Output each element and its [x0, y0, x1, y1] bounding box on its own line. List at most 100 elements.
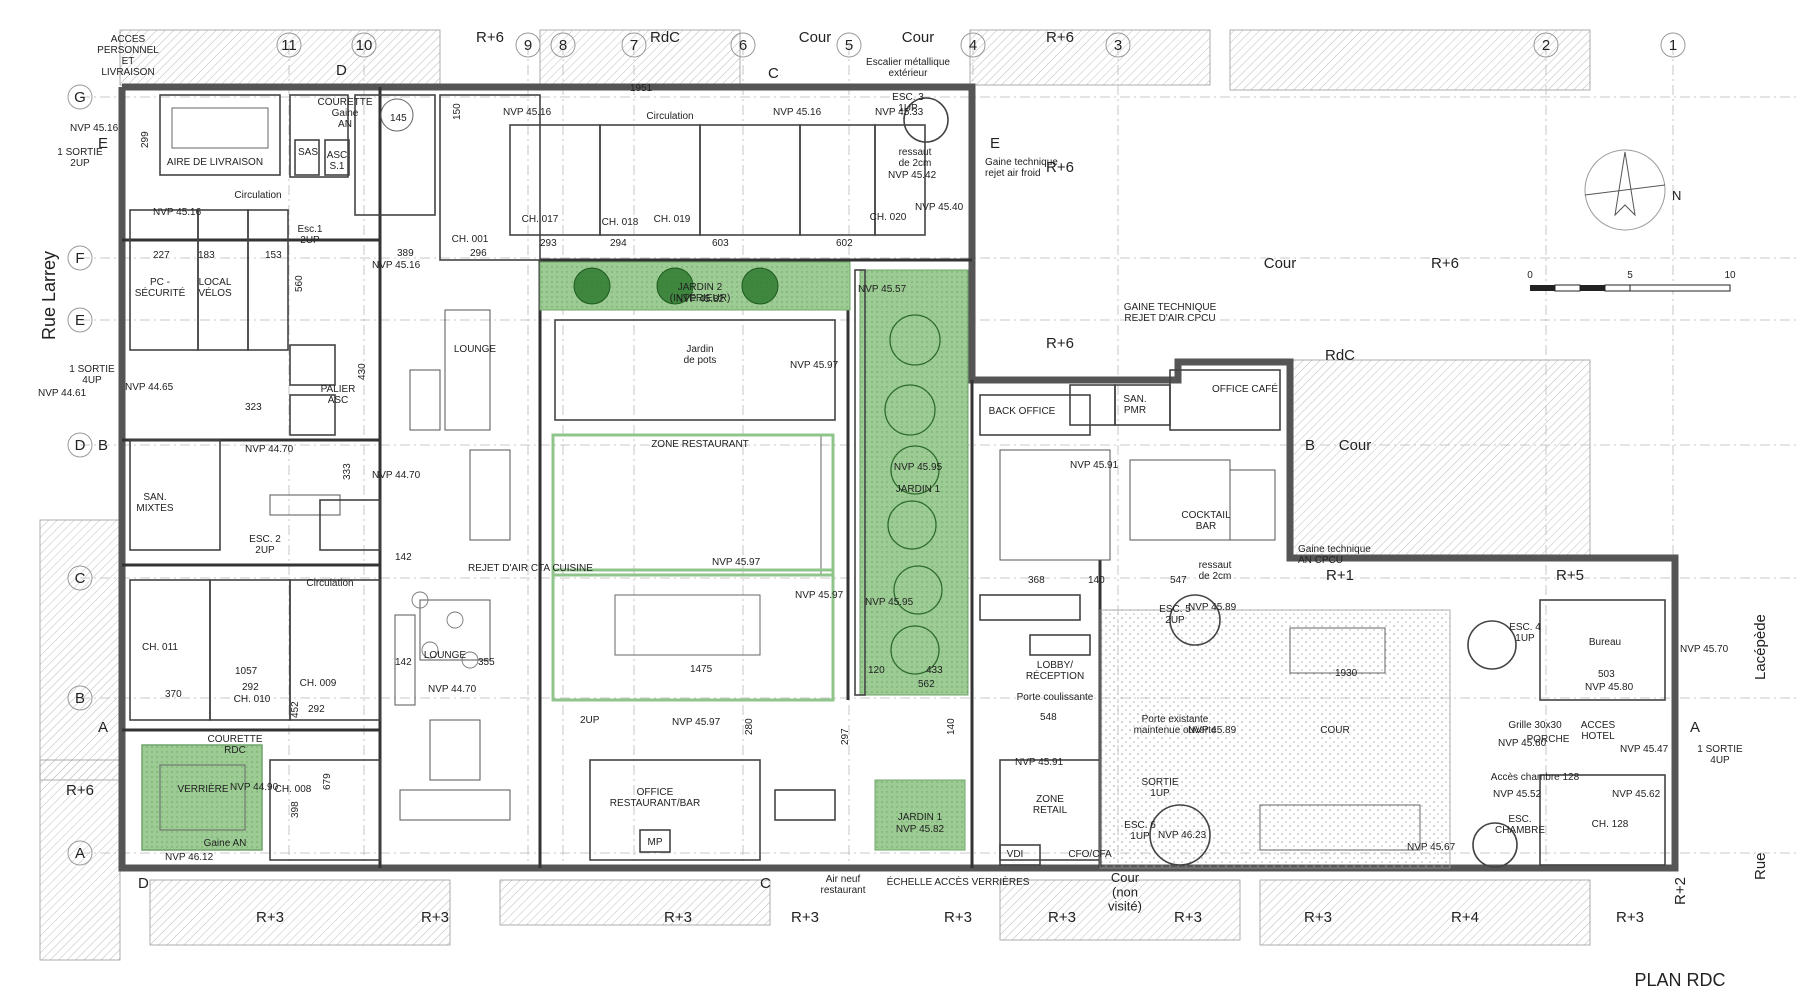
- label-line: 1 SORTIE: [57, 147, 103, 158]
- note-acces-ch: Accès chambre 128: [1491, 772, 1580, 783]
- note-grille: Grille 30x30: [1508, 720, 1562, 731]
- label-line: AN CPCU: [1298, 555, 1343, 566]
- svg-text:NVP 45.91: NVP 45.91: [1070, 460, 1119, 471]
- note-2up: 2UP: [580, 715, 600, 726]
- label-gaine-an: Gaine AN: [204, 838, 247, 849]
- label-line: S.1: [329, 161, 344, 172]
- svg-text:5: 5: [845, 37, 853, 54]
- label-line: PALIER: [321, 384, 356, 395]
- street-labels: Rue Larrey Lacépède Rue: [39, 251, 1769, 880]
- svg-text:R+5: R+5: [1556, 567, 1584, 584]
- svg-text:RdC: RdC: [650, 29, 680, 46]
- grid-row-E: E: [67, 307, 93, 333]
- label-back-office: BACK OFFICE: [989, 406, 1056, 417]
- label-line: restaurant: [820, 885, 865, 896]
- label-ch008: CH. 008: [275, 784, 312, 795]
- svg-text:C: C: [75, 570, 86, 587]
- label-vdi: VDI: [1007, 849, 1024, 860]
- svg-text:NVP 45.33: NVP 45.33: [875, 107, 924, 118]
- svg-text:5: 5: [1627, 270, 1633, 281]
- svg-text:Rue Larrey: Rue Larrey: [39, 251, 59, 340]
- level-jardin-2: NVP 45.82: [676, 294, 725, 305]
- label-line: SORTIE: [1141, 777, 1178, 788]
- svg-text:A: A: [75, 845, 85, 862]
- label-line: 2UP: [70, 158, 90, 169]
- svg-text:NVP 45.57: NVP 45.57: [858, 284, 907, 295]
- svg-text:B: B: [98, 437, 108, 454]
- svg-text:R+3: R+3: [1048, 909, 1076, 926]
- svg-text:A: A: [98, 719, 108, 736]
- svg-text:7: 7: [630, 37, 638, 54]
- svg-text:4: 4: [969, 37, 977, 54]
- svg-text:Cour: Cour: [1339, 437, 1372, 454]
- svg-text:F: F: [75, 250, 84, 267]
- label-line: Escalier métallique: [866, 57, 950, 68]
- label-ch018: CH. 018: [602, 217, 639, 228]
- neighbour-buildings: [39, 29, 1591, 961]
- svg-text:1: 1: [1669, 37, 1677, 54]
- svg-text:Cour: Cour: [1264, 255, 1297, 272]
- grid-col-2: 2: [1533, 32, 1559, 58]
- svg-text:NVP 45.52: NVP 45.52: [1493, 789, 1542, 800]
- svg-text:389: 389: [397, 248, 414, 259]
- svg-text:R+3: R+3: [944, 909, 972, 926]
- label-line: (INTÉRIEUR): [670, 291, 731, 304]
- context-bottom: R+3 R+3 R+3 R+3 R+3 R+3 R+3 R+3 R+4 R+3 …: [256, 877, 1689, 926]
- grid-col-3: 3: [1105, 32, 1131, 58]
- label-line: visité): [1108, 899, 1142, 914]
- grid-row-F: F: [67, 245, 93, 271]
- svg-text:R+3: R+3: [256, 909, 284, 926]
- svg-text:R+6: R+6: [1046, 335, 1074, 352]
- svg-text:142: 142: [395, 552, 412, 563]
- svg-text:R+1: R+1: [1326, 567, 1354, 584]
- svg-text:NVP 45.70: NVP 45.70: [1680, 644, 1729, 655]
- svg-text:603: 603: [712, 238, 729, 249]
- svg-text:R+6: R+6: [1431, 255, 1459, 272]
- level-readouts: NVP 45.16 NVP 45.16 NVP 45.16 NVP 45.16 …: [38, 107, 1729, 863]
- label-line: ESC. 2: [249, 534, 281, 545]
- label-line: PMR: [1124, 405, 1146, 416]
- label-san-mixtes: SAN.MIXTES: [136, 492, 174, 514]
- label-line: RETAIL: [1033, 805, 1068, 816]
- svg-text:227: 227: [153, 250, 170, 261]
- label-line: CHAMBRE: [1495, 825, 1545, 836]
- label-ch128: CH. 128: [1592, 819, 1629, 830]
- label-ch009: CH. 009: [300, 678, 337, 689]
- svg-text:11: 11: [281, 37, 297, 54]
- label-line: LOCAL: [199, 277, 232, 288]
- label-jardin-1-upper: JARDIN 1: [896, 484, 941, 495]
- label-line: Air neuf: [826, 874, 861, 885]
- lounge-furniture: [269, 309, 511, 821]
- label-line: 4UP: [82, 375, 102, 386]
- label-line: 1 SORTIE: [1697, 744, 1743, 755]
- label-line: 2UP: [255, 545, 275, 556]
- svg-text:NVP 45.89: NVP 45.89: [1188, 725, 1237, 736]
- label-esc-chambre: ESC.CHAMBRE: [1495, 814, 1545, 836]
- label-line: ESC. 3: [892, 92, 924, 103]
- label-line: RDC: [224, 745, 246, 756]
- label-line: SAN.: [143, 492, 166, 503]
- svg-text:NVP 45.40: NVP 45.40: [915, 202, 964, 213]
- label-circulation-top: Circulation: [646, 111, 693, 122]
- label-line: ESC. 4: [1509, 622, 1541, 633]
- label-line: VÉLOS: [198, 286, 232, 299]
- label-line: JARDIN 2: [678, 282, 723, 293]
- svg-text:NVP 45.91: NVP 45.91: [1015, 757, 1064, 768]
- svg-text:333: 333: [342, 463, 353, 480]
- svg-text:296: 296: [470, 248, 487, 259]
- svg-text:B: B: [1305, 437, 1315, 454]
- svg-text:NVP 45.47: NVP 45.47: [1620, 744, 1669, 755]
- lower-left-rooms: [129, 579, 381, 861]
- label-line: ACCES: [111, 34, 146, 45]
